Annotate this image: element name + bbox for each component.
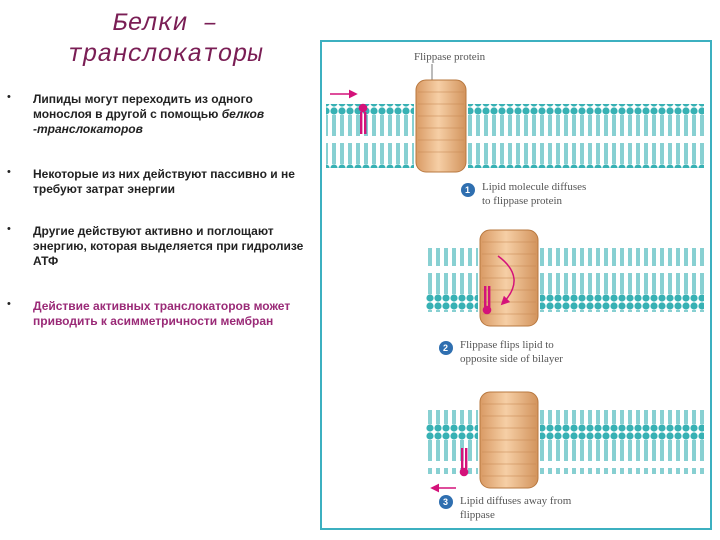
flippase-figure: Flippase protein 1 Lipid molecule diffus… [320, 40, 712, 530]
slide-title-line2: транслокаторы [67, 40, 263, 69]
bullet-text: Некоторые из них действуют пассивно и не… [33, 167, 295, 196]
membrane-right [540, 410, 704, 474]
flip-arrow-icon [497, 255, 515, 306]
panel-1: 1 Lipid molecule diffuses to flippase pr… [326, 79, 704, 207]
membrane-left [426, 248, 478, 312]
bullet-text: Другие действуют активно и поглощают эне… [33, 224, 304, 268]
membrane-right [540, 248, 704, 312]
step-caption-line2: opposite side of bilayer [460, 353, 563, 365]
lipid-molecule [358, 103, 368, 134]
lipid-molecule [482, 286, 492, 315]
bullet-dot-icon: • [7, 223, 11, 235]
membrane-left [426, 410, 478, 474]
membrane-left [326, 104, 414, 168]
step-number: 3 [443, 497, 448, 507]
flippase-protein [415, 79, 467, 173]
step-caption-line2: flippase [460, 509, 495, 521]
step-number: 1 [465, 185, 470, 195]
slide-title-line1: Белки – [112, 9, 218, 38]
bullet-dot-icon: • [7, 166, 11, 178]
step-number-badge [461, 183, 475, 197]
flippase-protein-label: Flippase protein [414, 51, 486, 63]
step-number-badge [439, 341, 453, 355]
slide-title: Белки – транслокаторы [40, 8, 290, 70]
bullet-dot-icon: • [7, 91, 11, 103]
bullet-text: Действие активных транслокаторов может п… [33, 299, 291, 328]
step-caption-line1: Lipid molecule diffuses [482, 181, 586, 193]
step-caption-line1: Lipid diffuses away from [460, 495, 572, 507]
lipid-molecule [459, 448, 469, 477]
step-number: 2 [443, 343, 448, 353]
step-caption-line1: Flippase flips lipid to [460, 339, 554, 351]
panel-2: 2 Flippase flips lipid to opposite side … [426, 229, 704, 365]
step-number-badge [439, 495, 453, 509]
bullet-text: Липиды могут переходить из одного моносл… [33, 92, 265, 136]
membrane-right [468, 104, 704, 168]
panel-3: 3 Lipid diffuses away from flippase [426, 391, 704, 521]
step-caption-line2: to flippase protein [482, 195, 563, 207]
bullet-dot-icon: • [7, 298, 11, 310]
